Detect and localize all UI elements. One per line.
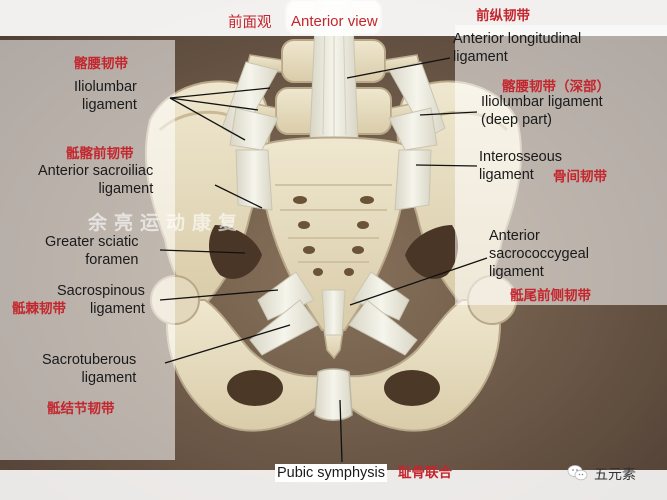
label-iliolumbar-deep-zh: 髂腰韧带（深部）: [502, 79, 610, 95]
label-anterior-longitudinal-en: Anterior longitudinal ligament: [453, 31, 582, 65]
leader-sacrospinous: [159, 289, 279, 301]
label-anterior-sacrococcygeal-zh: 骶尾前侧韧带: [510, 288, 591, 304]
sacrospinous-ligament-right: [352, 271, 410, 321]
label-anterior-sacroiliac-zh: 骶髂前韧带: [66, 146, 134, 162]
label-pubic-symphysis-en: Pubic symphysis: [275, 464, 387, 482]
greater-sciatic-foramen-left: [208, 225, 262, 279]
label-sacrospinous-en: Sacrospinous ligament: [57, 283, 145, 317]
iliolumbar-ligaments: [221, 61, 446, 151]
watermark: 余亮运动康复: [88, 212, 245, 234]
leader-pubic-symphysis: [339, 399, 343, 463]
leader-anterior-sacrococcygeal: [349, 257, 488, 306]
label-interosseous-en: Interosseous ligament: [479, 149, 563, 183]
sacrotuberous-ligament-right: [348, 299, 418, 356]
anterior-sacroiliac-ligament-right: [394, 149, 432, 211]
wechat-icon: [567, 464, 589, 482]
leader-iliolumbar-2: [169, 97, 259, 111]
label-sacrospinous-zh: 骶棘韧带: [12, 301, 66, 317]
leader-interosseous: [415, 164, 478, 167]
brand-name: 五元素: [594, 467, 636, 483]
greater-sciatic-foramen-right: [405, 225, 459, 279]
view-title-en: Anterior view: [291, 13, 378, 30]
pubic-symphysis: [314, 368, 353, 421]
label-iliolumbar-en: Iliolumbar ligament: [74, 79, 137, 113]
label-anterior-longitudinal-zh: 前纵韧带: [476, 8, 530, 24]
label-greater-sciatic-en: Greater sciatic foramen: [45, 234, 139, 268]
sacral-foramina: [293, 196, 374, 276]
label-sacrotuberous-en: Sacrotuberous ligament: [42, 352, 137, 386]
leader-iliolumbar-1: [169, 87, 271, 99]
leader-anterior-longitudinal: [346, 57, 451, 79]
label-iliolumbar-deep-en: Iliolumbar ligament (deep part): [481, 94, 603, 128]
label-sacrotuberous-zh: 骶结节韧带: [47, 401, 115, 417]
left-obturator-foramen: [227, 370, 283, 406]
label-anterior-sacroiliac-en: Anterior sacroiliac ligament: [38, 163, 154, 197]
anterior-sacrococcygeal-ligament: [321, 289, 346, 336]
leader-anterior-sacroiliac: [214, 184, 263, 209]
anterior-sacroiliac-ligament-left: [235, 149, 273, 211]
right-obturator-foramen: [384, 370, 440, 406]
label-iliolumbar-zh: 髂腰韧带: [74, 56, 128, 72]
leader-iliolumbar-3: [169, 97, 246, 141]
label-pubic-symphysis-zh: 耻骨联合: [398, 465, 452, 481]
leader-iliolumbar-deep: [419, 111, 478, 116]
label-interosseous-zh: 骨间韧带: [553, 169, 607, 185]
leader-lines: [159, 57, 488, 463]
leader-sacrotuberous: [164, 324, 291, 364]
label-anterior-sacrococcygeal-en: Anterior sacrococcygeal ligament: [489, 228, 589, 280]
view-title-zh: 前面观: [228, 15, 272, 31]
leader-greater-sciatic: [159, 249, 246, 254]
